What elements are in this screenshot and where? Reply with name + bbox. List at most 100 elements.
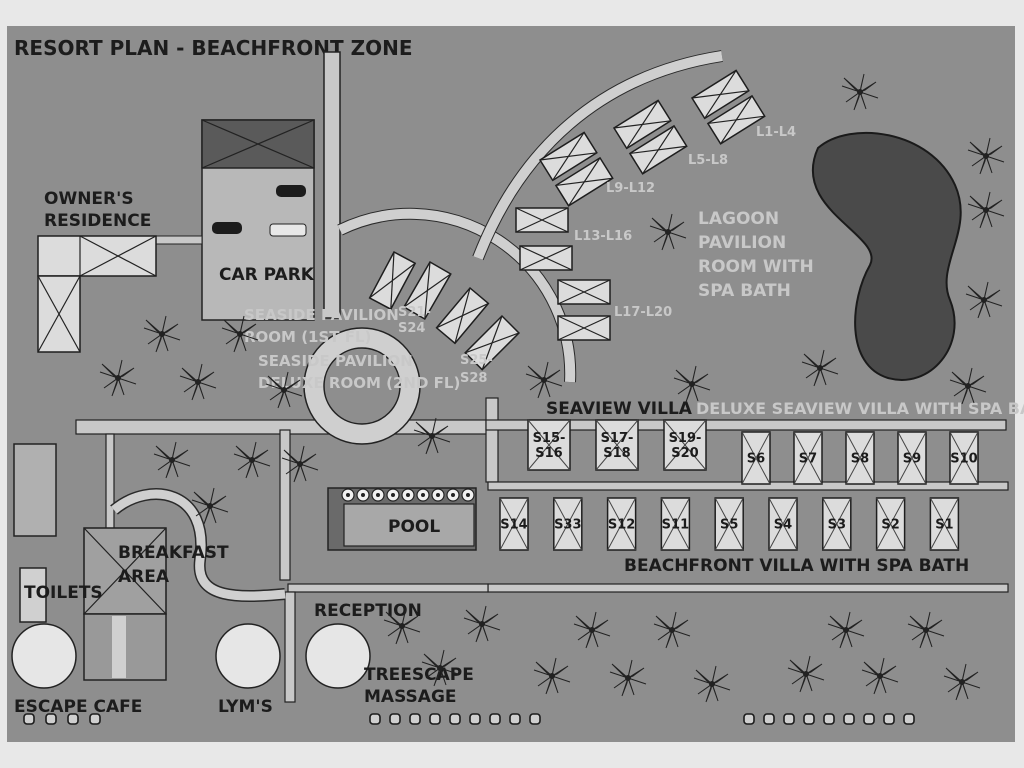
unit-label-l5: L5-L8 (688, 153, 728, 168)
lagoon-pavilion-label: PAVILION (698, 233, 786, 253)
reception-building (305, 623, 371, 689)
deluxe-seaview-unit: S10 (949, 431, 979, 485)
deluxe-seaview-unit: S8 (845, 431, 875, 485)
lounger-icon (823, 713, 835, 725)
unit-label-l1: L1-L4 (756, 125, 796, 140)
deluxe-seaview-unit: S6 (741, 431, 771, 485)
deluxe-seaview-units: S6 S7 S8 S9 S10 (741, 431, 979, 485)
unit-number: S19- (669, 431, 702, 446)
unit-number: S20 (671, 446, 698, 461)
unit-label-l9: L9-L12 (606, 181, 655, 196)
map-title: RESORT PLAN - BEACHFRONT ZONE (14, 36, 413, 60)
main-road (323, 51, 341, 319)
owners-residence-label: RESIDENCE (44, 211, 151, 231)
seaview-villa-unit: S19-S20 (663, 419, 707, 471)
deluxe-seaview-unit: S9 (897, 431, 927, 485)
unit-label-s21: S24 (398, 321, 425, 336)
lounger-icon (843, 713, 855, 725)
lyms-label: LYM'S (218, 697, 273, 717)
escape-cafe-label: ESCAPE CAFE (14, 697, 142, 717)
beachfront-villa-unit: S4 (768, 497, 798, 551)
lagoon-pavilion-label: SPA BATH (698, 281, 791, 301)
beach-loungers (23, 713, 915, 725)
lounger-icon (449, 713, 461, 725)
lounger-icon (429, 713, 441, 725)
lounger-icon (89, 713, 101, 725)
lounger-icon (45, 713, 57, 725)
seaview-villa-unit: S17-S18 (595, 419, 639, 471)
lounger-icon (529, 713, 541, 725)
deluxe-seaview-label: DELUXE SEAVIEW VILLA WITH SPA BATH (696, 399, 1024, 418)
unit-label-s25: S28 (460, 371, 487, 386)
unit-number: S2 (881, 518, 899, 533)
deluxe-seaview-unit: S7 (793, 431, 823, 485)
car-park-label: CAR PARK (219, 265, 315, 285)
lagoon (811, 131, 962, 381)
unit-number: S6 (747, 452, 765, 467)
lounger-icon (743, 713, 755, 725)
unit-label-l13: L13-L16 (574, 229, 632, 244)
unit-number: S8 (851, 452, 869, 467)
breakfast-area (83, 527, 167, 681)
unit-label-s21: S21- (398, 305, 431, 320)
seaview-villa-label: SEAVIEW VILLA (546, 399, 693, 419)
beachfront-villa-unit: S12 (606, 497, 637, 551)
lounger-icon (863, 713, 875, 725)
lounger-icon (469, 713, 481, 725)
unit-number: S7 (799, 452, 817, 467)
beachfront-villa-unit: S11 (660, 497, 691, 551)
unit-number: S15- (533, 431, 566, 446)
beachfront-villa-unit: S14 (499, 497, 529, 551)
unit-number: S33 (554, 518, 581, 533)
unit-number: S11 (662, 518, 689, 533)
beachfront-villa-unit: S1 (929, 497, 960, 551)
unit-number: S1 (935, 518, 953, 533)
pool-label: POOL (388, 517, 440, 537)
seaside-pavilion-1-label: SEASIDE PAVILION (244, 306, 399, 324)
lounger-icon (389, 713, 401, 725)
lounger-icon (509, 713, 521, 725)
lounger-icon (783, 713, 795, 725)
seaview-villa-unit: S15-S16 (527, 419, 571, 471)
toilets-label: TOILETS (24, 583, 103, 603)
unit-label-s25: S25- (460, 353, 493, 368)
lounger-icon (763, 713, 775, 725)
seaside-pavilion-2-label: DELUXE ROOM (2ND FL) (258, 374, 460, 392)
seaside-pavilion-2-label: SEASIDE PAVILION (258, 352, 413, 370)
unit-number: S3 (828, 518, 846, 533)
lounger-icon (369, 713, 381, 725)
lounger-icon (883, 713, 895, 725)
unit-number: S4 (774, 518, 792, 533)
owners-residence-label: OWNER'S (44, 189, 134, 209)
lounger-icon (903, 713, 915, 725)
car-icon (276, 185, 306, 197)
beachfront-villa-unit: S3 (822, 497, 852, 551)
unit-number: S16 (535, 446, 562, 461)
lounger-icon (409, 713, 421, 725)
reception-label: RECEPTION (314, 601, 422, 621)
seaview-villa-units: S15-S16 S17-S18 S19-S20 (527, 419, 707, 471)
seaside-pavilion-1-label: ROOM (1ST FL) (244, 328, 371, 346)
unit-number: S12 (608, 518, 635, 533)
van-icon (269, 223, 307, 237)
beachfront-villa-units: S14 S33 S12 S11 S5 S4 S3 S2 S1 (499, 497, 960, 551)
unit-number: S9 (903, 452, 921, 467)
unit-number: S17- (601, 431, 634, 446)
lounger-icon (803, 713, 815, 725)
pool (327, 487, 477, 551)
beachfront-villa-unit: S5 (714, 497, 744, 551)
unit-number: S18 (603, 446, 630, 461)
lagoon-pavilion-label: LAGOON (698, 209, 779, 229)
lagoon-pavilion-label: ROOM WITH (698, 257, 814, 277)
unit-label-l17: L17-L20 (614, 305, 672, 320)
toilets-building (19, 567, 47, 623)
lounger-icon (489, 713, 501, 725)
unit-number: S10 (950, 452, 977, 467)
breakfast-area-label: BREAKFAST (118, 543, 229, 563)
treescape-massage-label: MASSAGE (364, 687, 457, 707)
treescape-massage-label: TREESCAPE (364, 665, 474, 685)
beachfront-villa-label: BEACHFRONT VILLA WITH SPA BATH (624, 556, 969, 576)
beachfront-villa-unit: S33 (553, 497, 583, 551)
lounger-icon (23, 713, 35, 725)
